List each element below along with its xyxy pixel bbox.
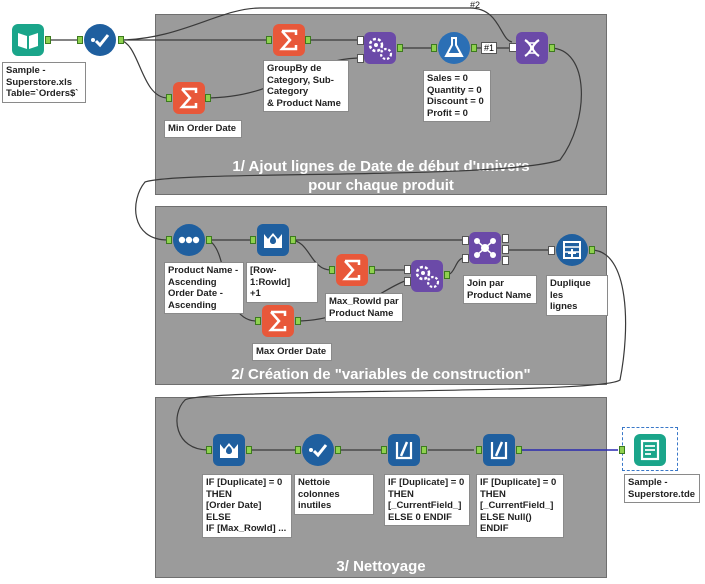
- generate-rows-tool-1[interactable]: [556, 234, 588, 266]
- formula-tool-1[interactable]: [438, 32, 470, 64]
- summarize-tool-2[interactable]: [173, 82, 205, 114]
- sigma-icon: [179, 87, 198, 109]
- multi-row-formula-tool-1[interactable]: [257, 224, 289, 256]
- input-anchor[interactable]: [295, 446, 301, 454]
- check-select-icon: [309, 444, 328, 458]
- multi-field-formula-tool-1[interactable]: [388, 434, 420, 466]
- join-icon: [474, 238, 496, 258]
- output-anchor[interactable]: [335, 446, 341, 454]
- sigma-icon: [268, 310, 287, 332]
- gears-icon: [368, 37, 393, 61]
- sigma-icon: [342, 259, 361, 281]
- generate-rows-icon: [563, 241, 581, 259]
- container-1-title: 1/ Ajout lignes de Date de début d'unive…: [232, 158, 530, 194]
- join-tool-1[interactable]: [469, 232, 501, 264]
- source-anchor[interactable]: [357, 54, 364, 63]
- target-anchor[interactable]: [357, 36, 364, 45]
- select-2-label: Nettoie colonnes inutiles: [294, 474, 374, 515]
- multi-field-icon: [490, 441, 508, 460]
- output-anchor[interactable]: [516, 446, 522, 454]
- check-select-icon: [91, 34, 110, 48]
- input-anchor[interactable]: [255, 317, 261, 325]
- output-data-tool[interactable]: [634, 434, 666, 466]
- gears-icon: [415, 265, 440, 289]
- input-anchor[interactable]: [166, 236, 172, 244]
- output-anchor[interactable]: [471, 44, 477, 52]
- multi-row-formula-tool-2[interactable]: [213, 434, 245, 466]
- output-anchor[interactable]: [45, 36, 51, 44]
- summarize-3-label: Max_RowId par Product Name: [325, 293, 403, 322]
- book-icon: [18, 33, 38, 49]
- select-tool-2[interactable]: [302, 434, 334, 466]
- input-anchor[interactable]: [77, 36, 83, 44]
- input-anchor[interactable]: [381, 446, 387, 454]
- output-icon: [640, 439, 660, 461]
- dna-icon: [524, 39, 540, 57]
- multi-field-2-label: IF [Duplicate] = 0 THEN [_CurrentField_]…: [476, 474, 564, 538]
- formula-1-label: Sales = 0 Quantity = 0 Discount = 0 Prof…: [423, 70, 491, 122]
- input-anchor[interactable]: [431, 44, 437, 52]
- sort-icon: [178, 236, 200, 244]
- wire-tag-2: #2: [470, 0, 481, 10]
- multi-field-formula-tool-2[interactable]: [483, 434, 515, 466]
- generate-rows-1-label: Duplique les lignes: [546, 275, 608, 316]
- wire-tag-1: #1: [481, 42, 498, 54]
- output-anchor[interactable]: [290, 236, 296, 244]
- append-fields-tool-2[interactable]: [411, 260, 443, 292]
- target-anchor[interactable]: [404, 265, 411, 274]
- input-anchor[interactable]: [266, 36, 272, 44]
- input-anchor[interactable]: [619, 446, 625, 454]
- summarize-tool-1[interactable]: [273, 24, 305, 56]
- multi-field-1-label: IF [Duplicate] = 0 THEN [_CurrentField_]…: [384, 474, 470, 526]
- container-2-title: 2/ Création de "variables de constructio…: [231, 366, 531, 383]
- output-anchor[interactable]: [246, 446, 252, 454]
- multi-row-1-label: [Row-1:RowId] +1: [246, 262, 318, 303]
- union-tool-1[interactable]: [516, 32, 548, 64]
- output-anchor[interactable]: [295, 317, 301, 325]
- left-anchor[interactable]: [462, 236, 469, 245]
- output-anchor[interactable]: [305, 36, 311, 44]
- input-anchor[interactable]: [329, 266, 335, 274]
- output-anchor[interactable]: [118, 36, 124, 44]
- output-anchor[interactable]: [206, 236, 212, 244]
- crown-icon: [264, 233, 282, 248]
- input-anchor[interactable]: [206, 446, 212, 454]
- output-anchor[interactable]: [421, 446, 427, 454]
- append-fields-tool-1[interactable]: [364, 32, 396, 64]
- join-right-output[interactable]: [502, 256, 509, 265]
- flask-icon: [444, 37, 464, 57]
- output-anchor[interactable]: [549, 44, 555, 52]
- select-tool-1[interactable]: [84, 24, 116, 56]
- output-anchor[interactable]: [444, 271, 450, 279]
- output-anchor[interactable]: [205, 94, 211, 102]
- container-3-title: 3/ Nettoyage: [336, 558, 426, 575]
- input-anchor[interactable]: [166, 94, 172, 102]
- summarize-4-label: Max Order Date: [252, 343, 332, 361]
- join-joined-output[interactable]: [502, 245, 509, 254]
- crown-icon: [220, 443, 238, 458]
- summarize-1-label: GroupBy de Category, Sub- Category & Pro…: [263, 60, 349, 112]
- input-anchor[interactable]: [548, 246, 555, 255]
- output-anchor[interactable]: [369, 266, 375, 274]
- multi-row-2-label: IF [Duplicate] = 0 THEN [Order Date] ELS…: [202, 474, 292, 538]
- summarize-tool-4[interactable]: [262, 305, 294, 337]
- right-anchor[interactable]: [462, 254, 469, 263]
- join-left-output[interactable]: [502, 234, 509, 243]
- input-data-label: Sample - Superstore.xls Table=`Orders$`: [2, 62, 86, 103]
- input-anchor[interactable]: [250, 236, 256, 244]
- output-anchor[interactable]: [397, 44, 403, 52]
- output-anchor[interactable]: [589, 246, 595, 254]
- output-data-label: Sample - Superstore.tde: [624, 474, 700, 503]
- sigma-icon: [279, 29, 298, 51]
- summarize-2-label: Min Order Date: [164, 120, 242, 138]
- multi-field-icon: [395, 441, 413, 460]
- sort-1-label: Product Name - Ascending Order Date - As…: [164, 262, 244, 314]
- input-anchor[interactable]: [476, 446, 482, 454]
- sort-tool-1[interactable]: [173, 224, 205, 256]
- source-anchor[interactable]: [404, 277, 411, 286]
- input-data-tool[interactable]: [12, 24, 44, 56]
- join-1-label: Join par Product Name: [463, 275, 537, 304]
- summarize-tool-3[interactable]: [336, 254, 368, 286]
